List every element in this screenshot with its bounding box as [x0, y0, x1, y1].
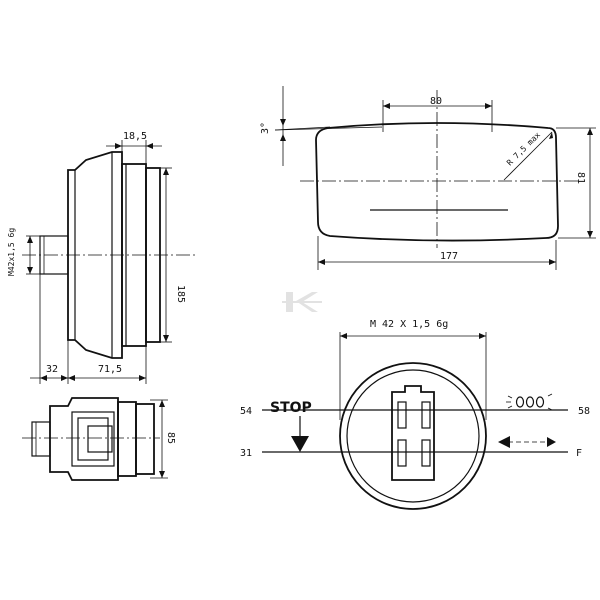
dim-3-deg: 3° — [260, 122, 271, 134]
dim-radius: R 7,5 max — [505, 130, 542, 167]
dim-thread-side: M42x1,5 6g — [7, 228, 16, 276]
k-logo-watermark — [282, 292, 322, 312]
pin-54-label: 54 — [240, 406, 252, 417]
front-view: 80 3° R 7,5 max 81 177 — [260, 86, 596, 270]
double-arrow-icon — [498, 436, 556, 448]
pin-58-label: 58 — [578, 406, 590, 417]
dim-80: 80 — [430, 96, 442, 107]
dim-85: 85 — [165, 432, 176, 444]
dim-thread-front: M 42 X 1,5 6g — [370, 319, 448, 330]
dim-81: 81 — [575, 172, 586, 184]
dim-177: 177 — [440, 251, 458, 262]
connector-view: M 42 X 1,5 6g 54 31 58 F STOP — [240, 319, 590, 510]
down-arrow-icon — [291, 416, 309, 452]
dim-32: 32 — [46, 364, 58, 375]
pin-f-label: F — [576, 448, 582, 459]
side-view: 18,5 185 M42x1,5 6g 32 71,5 — [7, 131, 195, 384]
dim-185: 185 — [175, 285, 186, 303]
lamp-icon — [506, 393, 553, 411]
pin-31-label: 31 — [240, 448, 252, 459]
dim-71-5: 71,5 — [98, 364, 122, 375]
stop-label: STOP — [270, 400, 312, 416]
dim-18-5: 18,5 — [123, 131, 147, 142]
top-view: 85 — [22, 397, 176, 481]
